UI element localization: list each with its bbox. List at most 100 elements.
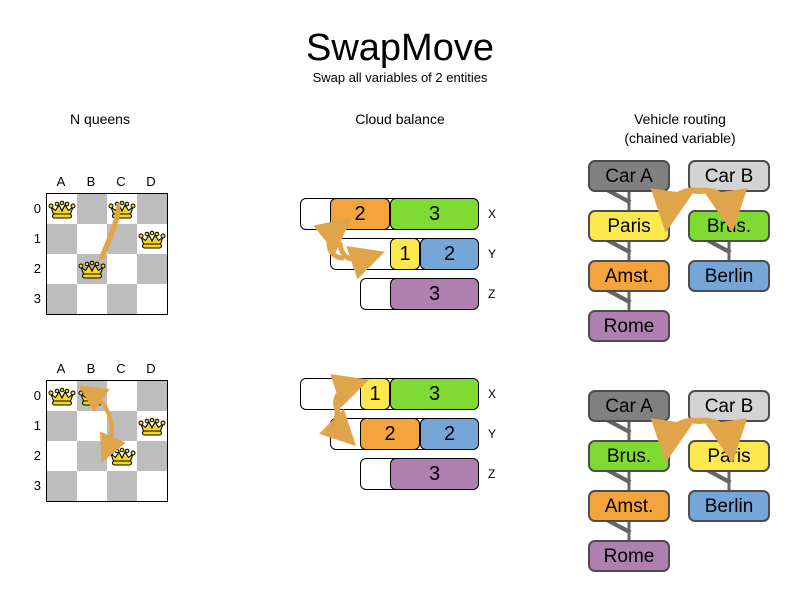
vehicle-box-left-2[interactable]: Amst. (588, 490, 670, 522)
board-row-header-0: 0 (33, 201, 41, 216)
board-cell-b1[interactable] (77, 411, 107, 441)
board-cell-a3[interactable] (47, 471, 77, 501)
board-cell-c2[interactable] (107, 441, 137, 471)
board-col-header-c: C (116, 174, 126, 189)
board-cell-d3[interactable] (137, 284, 167, 314)
board-cell-d0[interactable] (137, 381, 167, 411)
vehicle-box-car-a[interactable]: Car A (588, 390, 670, 422)
cloud-bar-x: 2 3 (300, 198, 479, 230)
section-title-vehicle-routing: Vehicle routing (chained variable) (580, 110, 780, 148)
board-row (47, 441, 167, 471)
cloud-segment-z-1[interactable]: 3 (390, 458, 479, 490)
board-cell-b3[interactable] (77, 284, 107, 314)
vehicle-box-right-1[interactable]: Paris (688, 440, 770, 472)
board-cell-d1[interactable] (137, 224, 167, 254)
queen-icon (48, 387, 76, 406)
board-cell-c3[interactable] (107, 284, 137, 314)
cloud-segment-x-2[interactable]: 3 (390, 198, 479, 230)
vehicle-box-right-2[interactable]: Berlin (688, 260, 770, 292)
cloud-segment-x-2[interactable]: 3 (390, 378, 479, 410)
board-cell-a0[interactable] (47, 381, 77, 411)
queen-icon (78, 387, 106, 406)
vehicle-box-car-b[interactable]: Car B (688, 390, 770, 422)
cloud-segment-z-1[interactable]: 3 (390, 278, 479, 310)
queen-icon (138, 417, 166, 436)
board-cell-d2[interactable] (137, 254, 167, 284)
board-row (47, 411, 167, 441)
cloud-segment-x-1[interactable]: 1 (360, 378, 390, 410)
board-row (47, 194, 167, 224)
board-col-header-a: A (56, 361, 66, 376)
board-cell-a1[interactable] (47, 411, 77, 441)
cloud-segment-y-2[interactable]: 2 (420, 418, 479, 450)
board-cell-c1[interactable] (107, 224, 137, 254)
board-cell-d0[interactable] (137, 194, 167, 224)
board-cell-b0[interactable] (77, 194, 107, 224)
page-title: SwapMove (306, 27, 494, 69)
cloud-segment-y-2[interactable]: 2 (420, 238, 479, 270)
cloud-row-label-y: Y (488, 427, 497, 441)
board-col-header-c: C (116, 361, 126, 376)
vehicle-box-left-1[interactable]: Brus. (588, 440, 670, 472)
queen-icon (108, 200, 136, 219)
vehicle-box-left-2[interactable]: Amst. (588, 260, 670, 292)
board-cell-d1[interactable] (137, 411, 167, 441)
section-title-vehicle-routing-line2: (chained variable) (624, 130, 736, 146)
board-cell-c2[interactable] (107, 254, 137, 284)
board-cell-a0[interactable] (47, 194, 77, 224)
board-cell-a2[interactable] (47, 254, 77, 284)
cloud-segment-y-1[interactable]: 1 (390, 238, 420, 270)
vehicle-box-car-a[interactable]: Car A (588, 160, 670, 192)
board-cell-a3[interactable] (47, 284, 77, 314)
board-cell-a1[interactable] (47, 224, 77, 254)
board-cell-b2[interactable] (77, 254, 107, 284)
board-cell-a2[interactable] (47, 441, 77, 471)
vehicle-box-left-1[interactable]: Paris (588, 210, 670, 242)
board-row (47, 224, 167, 254)
cloud-bar-x: 1 3 (300, 378, 479, 410)
board-row-header-2: 2 (33, 261, 41, 276)
chessboard-grid (46, 193, 168, 315)
n-queens-board-after: A B C D 0 1 2 3 (34, 361, 168, 502)
board-row (47, 254, 167, 284)
chessboard-grid (46, 380, 168, 502)
cloud-segment-y-1[interactable]: 2 (360, 418, 420, 450)
queen-icon (48, 200, 76, 219)
board-col-header-a: A (56, 174, 66, 189)
cloud-bar-y: 2 2 (330, 418, 479, 450)
board-row-header-2: 2 (33, 448, 41, 463)
board-cell-c0[interactable] (107, 194, 137, 224)
vehicle-box-left-3[interactable]: Rome (588, 310, 670, 342)
board-cell-c3[interactable] (107, 471, 137, 501)
page-subtitle: Swap all variables of 2 entities (312, 70, 488, 85)
board-row-header-1: 1 (33, 418, 41, 433)
section-title-n-queens: N queens (70, 111, 130, 127)
vehicle-box-left-3[interactable]: Rome (588, 540, 670, 572)
board-col-header-d: D (146, 361, 156, 376)
cloud-row-label-x: X (488, 387, 497, 401)
queen-icon (78, 260, 106, 279)
cloud-row-label-x: X (488, 207, 497, 221)
board-cell-b3[interactable] (77, 471, 107, 501)
board-row (47, 381, 167, 411)
vehicle-box-car-b[interactable]: Car B (688, 160, 770, 192)
queen-icon (108, 447, 136, 466)
board-row-header-3: 3 (33, 478, 41, 493)
board-cell-b2[interactable] (77, 441, 107, 471)
vehicle-box-right-1[interactable]: Brus. (688, 210, 770, 242)
board-col-header-d: D (146, 174, 156, 189)
cloud-row-label-z: Z (488, 287, 496, 301)
board-row-header-0: 0 (33, 388, 41, 403)
cloud-bar-z: 3 (360, 458, 479, 490)
vehicle-box-right-2[interactable]: Berlin (688, 490, 770, 522)
cloud-segment-x-1[interactable]: 2 (330, 198, 390, 230)
board-row-header-3: 3 (33, 291, 41, 306)
board-cell-c0[interactable] (107, 381, 137, 411)
board-cell-c1[interactable] (107, 411, 137, 441)
board-cell-b0[interactable] (77, 381, 107, 411)
board-cell-b1[interactable] (77, 224, 107, 254)
cloud-bar-y: 1 2 (330, 238, 479, 270)
board-cell-d2[interactable] (137, 441, 167, 471)
section-title-cloud-balance: Cloud balance (355, 111, 445, 127)
board-cell-d3[interactable] (137, 471, 167, 501)
